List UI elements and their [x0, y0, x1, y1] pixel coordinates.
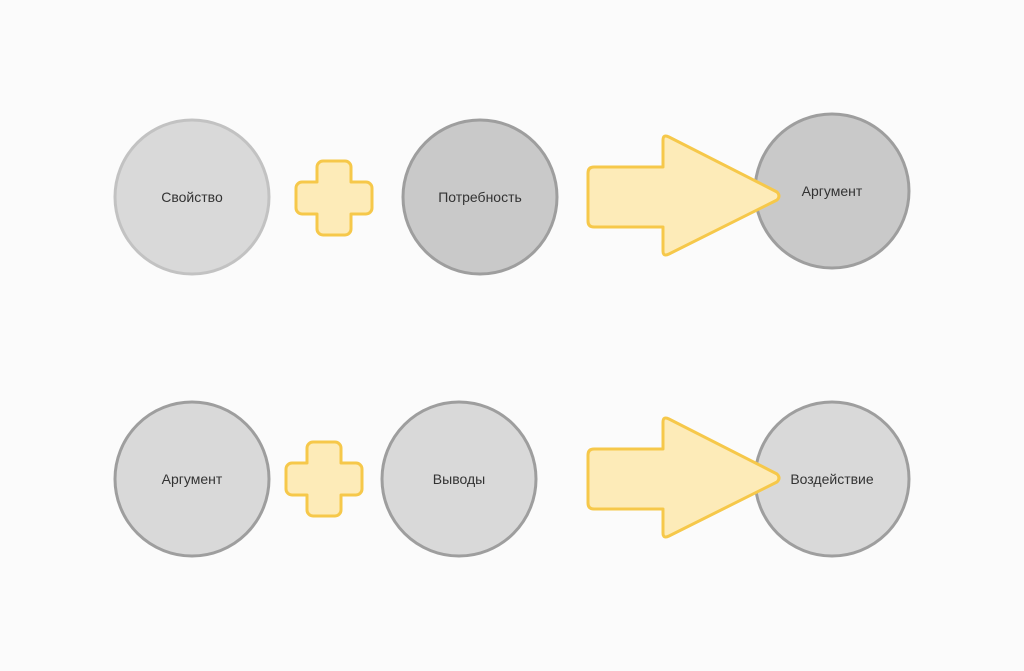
row-2: Аргумент Выводы Воздействие — [113, 400, 911, 558]
node-vozdeistvie: Воздействие — [753, 400, 911, 558]
row-1: Свойство Потребность Аргумент — [113, 112, 911, 276]
plus-icon — [294, 159, 374, 237]
node-svoistvo: Свойство — [113, 118, 271, 276]
node-label: Потребность — [438, 189, 522, 205]
arrow-right-icon — [586, 134, 781, 257]
plus-icon — [284, 440, 364, 518]
node-label: Аргумент — [802, 183, 863, 199]
node-vyvody: Выводы — [380, 400, 538, 558]
node-label: Воздействие — [790, 471, 874, 487]
arrow-right-icon — [586, 416, 781, 539]
node-label: Аргумент — [162, 471, 223, 487]
node-potrebnost: Потребность — [401, 118, 559, 276]
node-argument-result: Аргумент — [753, 112, 911, 270]
node-argument: Аргумент — [113, 400, 271, 558]
node-label: Свойство — [161, 189, 223, 205]
node-label: Выводы — [433, 471, 485, 487]
